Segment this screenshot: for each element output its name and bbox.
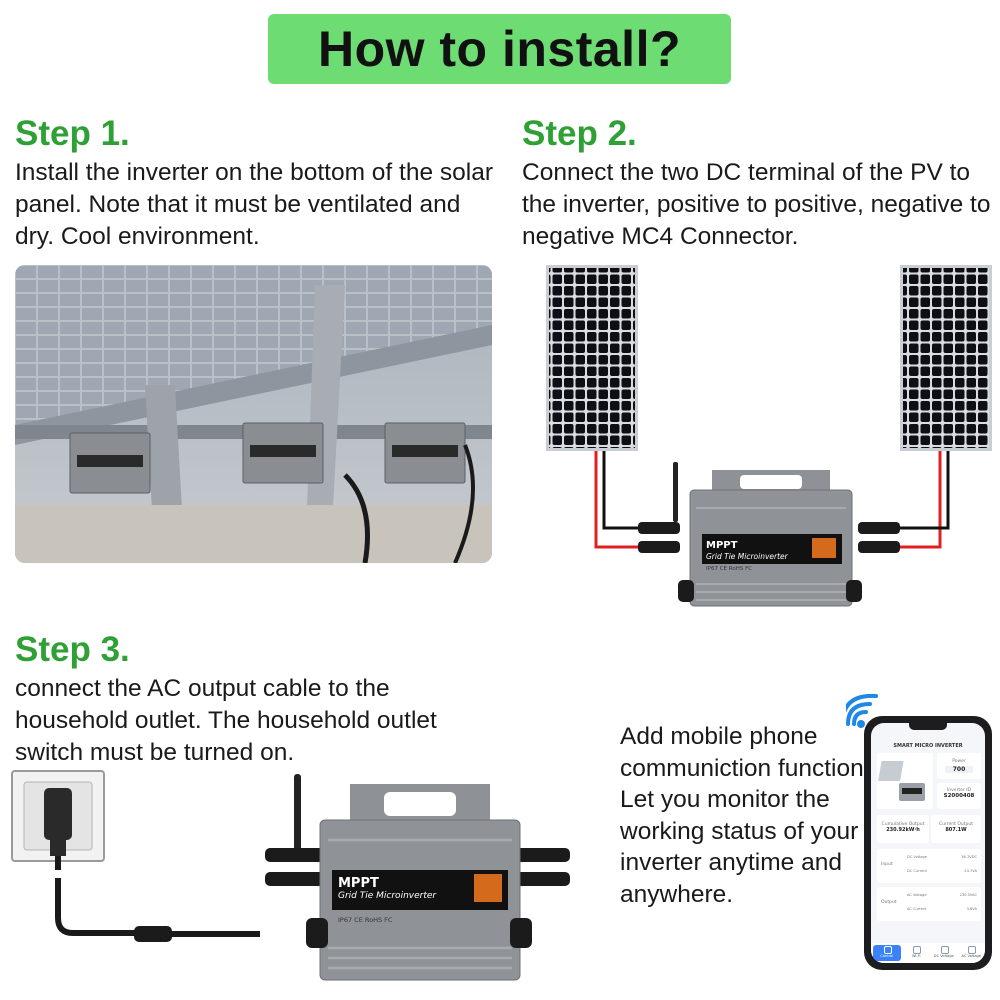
- step1-heading: Step 1.: [15, 114, 130, 153]
- wifi-icon: [846, 693, 878, 728]
- step3-text: connect the AC output cable to the house…: [15, 675, 437, 766]
- inverter-label-model-large: Grid Tie Microinverter: [338, 891, 437, 901]
- plug-icon: [44, 788, 72, 856]
- solar-panel-icon: [546, 265, 638, 451]
- inverter-label-mppt: MPPT: [706, 540, 738, 551]
- nav-item-wifi[interactable]: Wi-Fi: [903, 943, 931, 963]
- inverter-icon: [678, 470, 862, 607]
- dc-current-label: DC Current: [907, 869, 927, 873]
- inverter-label-certs-large: IP67 CE RoHS FC: [338, 916, 393, 924]
- inverter-label-mppt-large: MPPT: [338, 876, 379, 891]
- input-card: Input DC Voltage 36.7VDC DC Current 24.7…: [877, 849, 981, 883]
- power-label: Power: [952, 759, 966, 764]
- current-output-value: 807.1W: [945, 827, 967, 833]
- solar-panel-icon: [900, 265, 992, 451]
- nav-item-control[interactable]: Control: [873, 945, 901, 961]
- inverter-image-card: [877, 753, 933, 809]
- ac-voltage-value: 230.0VAC: [959, 893, 977, 897]
- inverter-id-label: Inverter ID: [946, 788, 972, 793]
- input-label: Input: [881, 862, 893, 867]
- inverter-label-certs: IP67 CE RoHS FC: [706, 566, 753, 572]
- inverter-label-model: Grid Tie Microinverter: [706, 552, 788, 561]
- phone-icon: SMART MICRO INVERTER Power 700 Inverter …: [864, 716, 992, 970]
- phone-screen: SMART MICRO INVERTER Power 700 Inverter …: [871, 723, 985, 963]
- cumulative-label: Cumulative Output: [881, 822, 925, 827]
- title-banner: How to install?: [268, 14, 731, 84]
- dc-voltage-value: 36.7VDC: [961, 855, 977, 859]
- step2-text: Connect the two DC terminal of the PV to…: [522, 159, 991, 250]
- dc-current-value: 24.7VA: [964, 869, 977, 873]
- current-output-label: Current Output: [939, 822, 973, 827]
- ac-current-value: 3.6VA: [966, 907, 977, 911]
- mobile-feature-text: Add mobile phone communiction function, …: [620, 723, 871, 908]
- page-title: How to install?: [317, 21, 682, 77]
- dc-voltage-label: DC Voltage: [907, 855, 927, 859]
- output-card: Output AC Voltage 230.0VAC AC Current 3.…: [877, 887, 981, 921]
- ac-connection-diagram: [11, 770, 570, 981]
- ac-voltage-label: AC Voltage: [907, 893, 927, 897]
- inverter-id-card: Inverter ID S2000408: [937, 783, 981, 809]
- output-label: Output: [881, 900, 897, 905]
- cumulative-card: Cumulative Output 230.92kW·h: [877, 815, 929, 843]
- wiring-diagram: [546, 265, 992, 607]
- install-photo-illustration: [15, 265, 492, 563]
- current-output-card: Current Output 807.1W: [931, 815, 981, 843]
- power-value: 700: [945, 766, 973, 773]
- step1-text: Install the inverter on the bottom of th…: [15, 159, 494, 250]
- nav-item-ac-voltage[interactable]: AC Voltage: [958, 943, 986, 963]
- app-nav-bar: Control Wi-Fi DC Voltage AC Voltage: [871, 943, 985, 963]
- step2-heading: Step 2.: [522, 114, 637, 153]
- inverter-id-value: S2000408: [943, 793, 975, 799]
- install-photo: [15, 265, 492, 563]
- solar-panel-icon: [878, 761, 925, 801]
- nav-item-dc-voltage[interactable]: DC Voltage: [930, 943, 958, 963]
- ac-current-label: AC Current: [907, 907, 927, 911]
- app-title: SMART MICRO INVERTER: [893, 743, 963, 749]
- step3-heading: Step 3.: [15, 630, 130, 669]
- power-card: Power 700: [937, 753, 981, 779]
- cumulative-value: 230.92kW·h: [886, 827, 920, 833]
- inverter-icon: [306, 784, 532, 981]
